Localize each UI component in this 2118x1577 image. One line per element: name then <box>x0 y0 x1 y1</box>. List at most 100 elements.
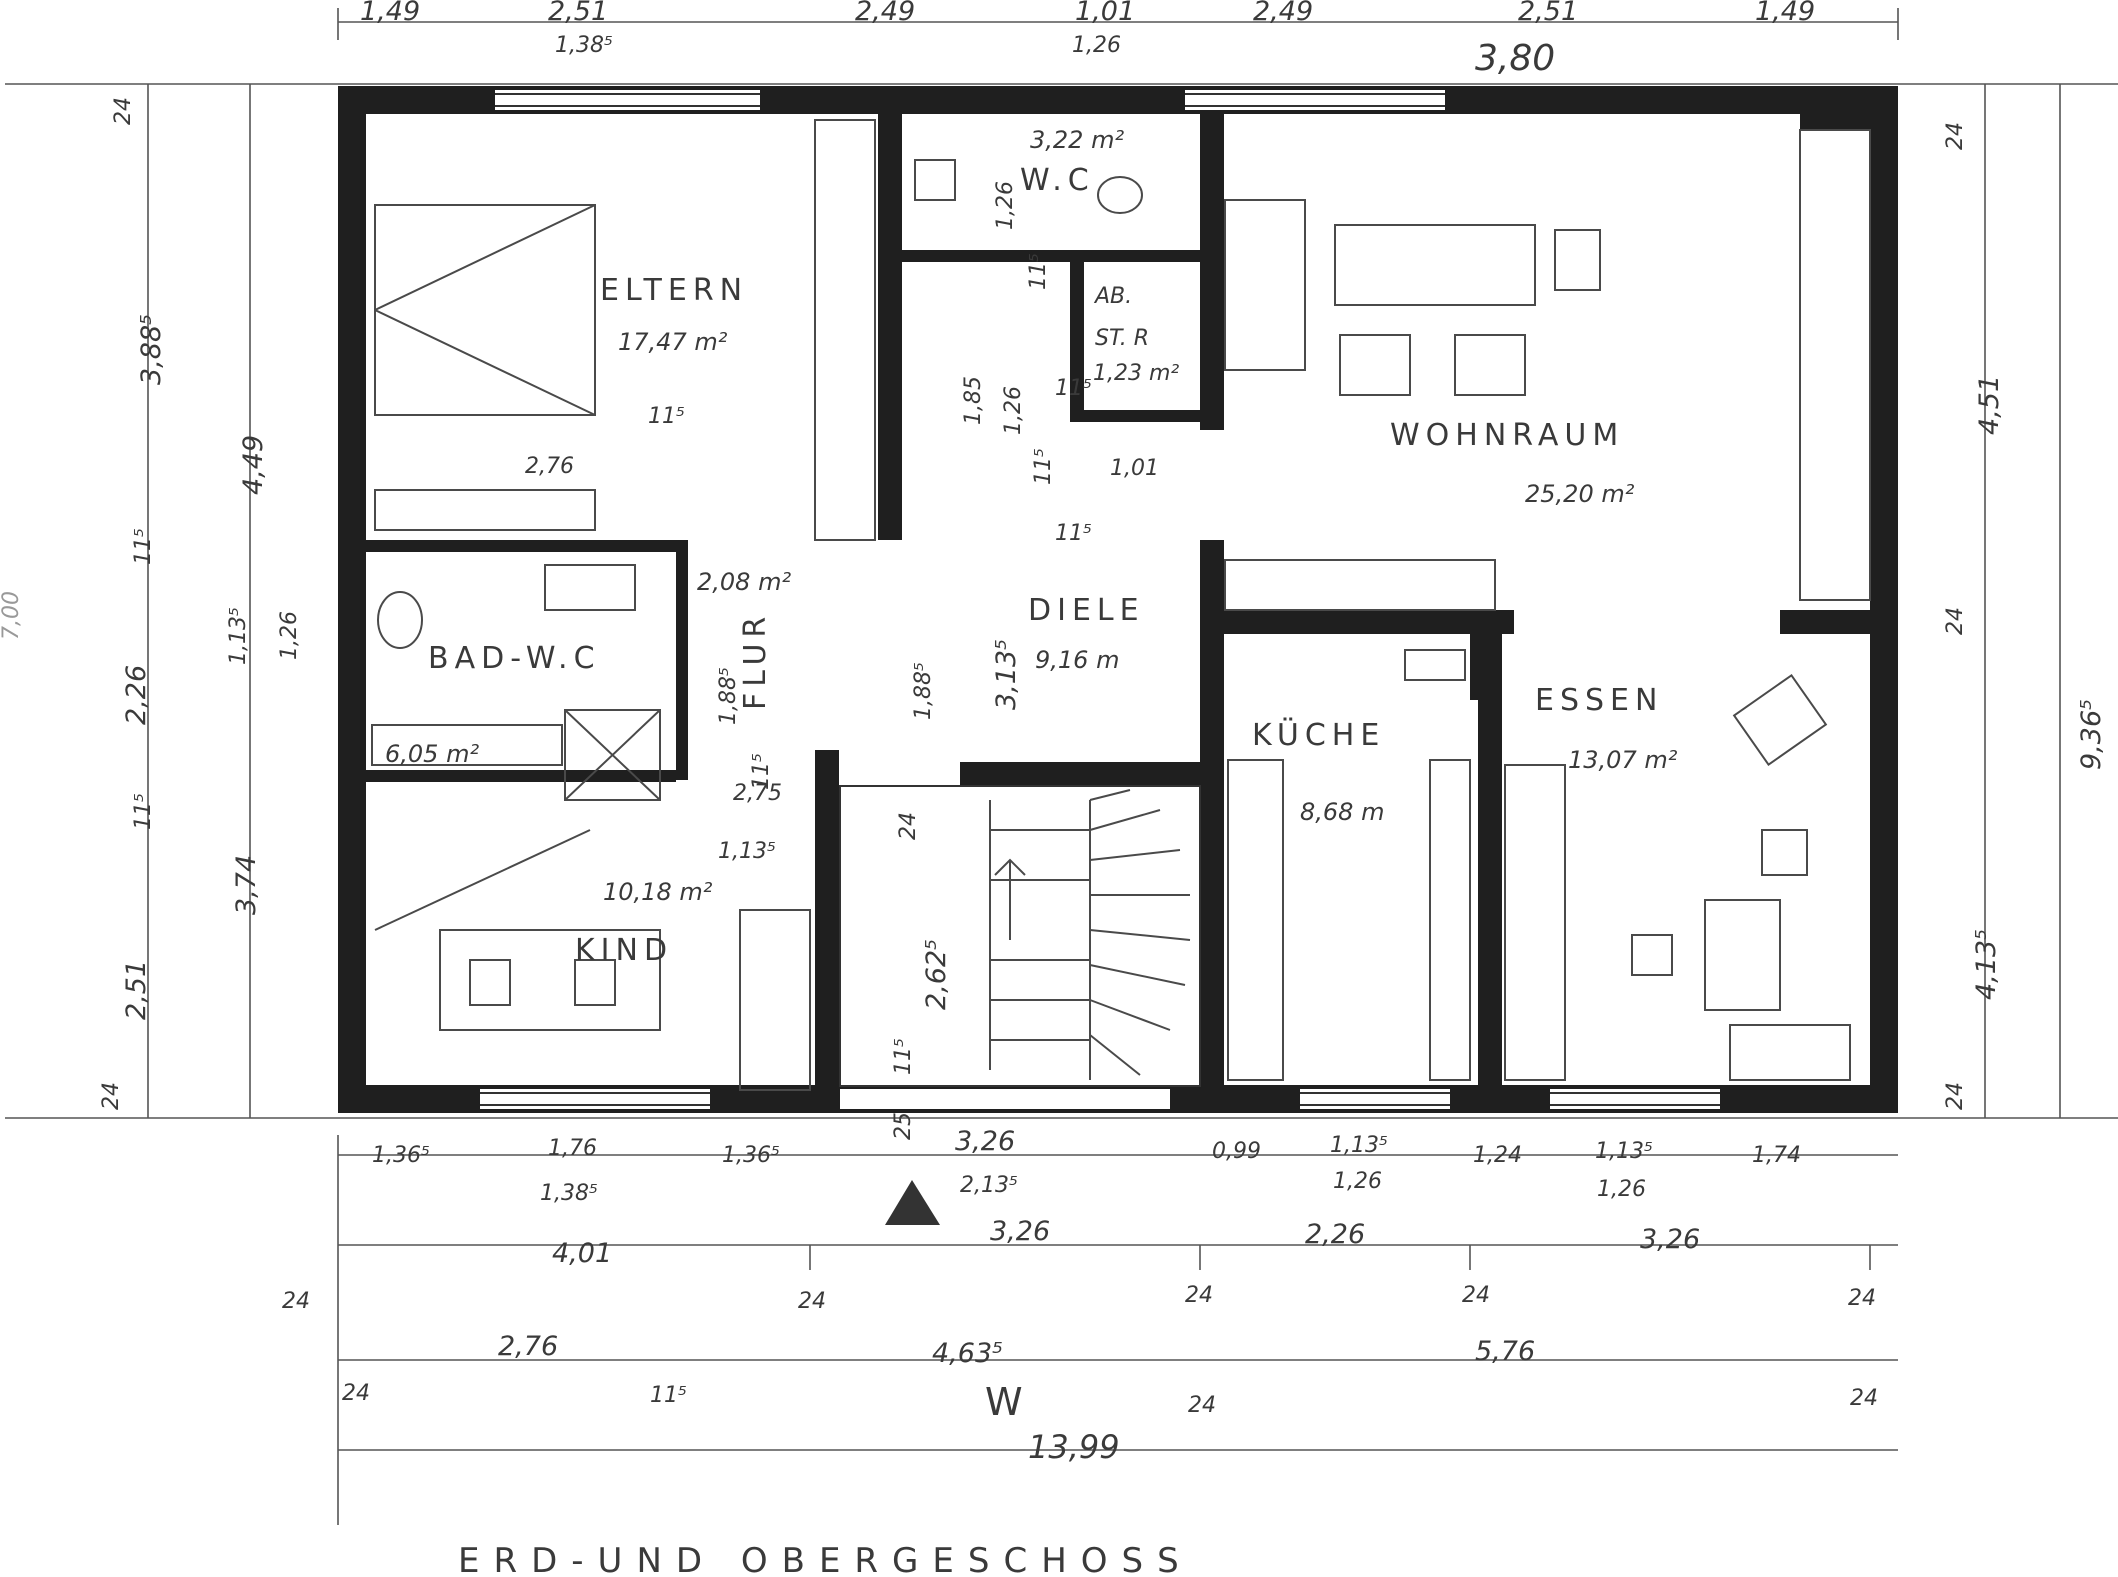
int-dim-3: 1,85 <box>961 376 986 425</box>
toilet-wc <box>1097 176 1143 214</box>
room-flur-name: FLUR <box>738 611 773 710</box>
left-outer-5: 11⁵ <box>131 528 156 565</box>
room-wc-name: W.C <box>1020 163 1095 198</box>
int-dim-5: 11⁵ <box>1026 253 1051 290</box>
wall-kind-top <box>366 770 676 782</box>
table-essen <box>1704 899 1781 1011</box>
bottom-row1-1: 1,36⁵ <box>372 1143 430 1168</box>
bottom-row1-8: 1,13⁵ <box>1330 1133 1388 1158</box>
room-abst-area: 1,23 m² <box>1093 361 1179 386</box>
bottom-row2-3: 2,26 <box>1305 1219 1365 1250</box>
left-inner-4: 3,74 <box>231 855 262 915</box>
bottom-row1-5: 3,26 <box>955 1126 1015 1157</box>
right-dim-5: 24 <box>1943 607 1968 635</box>
room-wohnraum-area: 25,20 m² <box>1525 480 1635 508</box>
wall-kueche-essen <box>1478 630 1502 1100</box>
right-dim-2: 4,13⁵ <box>1971 929 2002 1000</box>
toilet-bad <box>377 591 423 649</box>
int-dim-8: 11⁵ <box>1031 448 1056 485</box>
bottom-row3-wall-3: 24 <box>1188 1393 1216 1418</box>
wall-wc-wohn <box>1200 110 1224 430</box>
handwritten-note: 3,80 <box>1475 38 1555 79</box>
wall-kind-flur <box>676 540 688 780</box>
room-bad-area: 6,05 m² <box>385 740 479 768</box>
bottom-row1-3: 1,38⁵ <box>540 1181 598 1206</box>
room-kueche-name: KÜCHE <box>1252 717 1385 753</box>
int-dim-20: 11⁵ <box>1055 376 1092 401</box>
top-dim-3: 1,38⁵ <box>555 33 613 58</box>
int-dim-11: 1,88⁵ <box>911 662 936 720</box>
top-dim-5: 1,01 <box>1075 0 1135 27</box>
chair-kind-2 <box>574 959 616 1006</box>
bottom-row3-wall-2: 11⁵ <box>650 1383 687 1408</box>
top-dim-6: 1,26 <box>1072 33 1121 58</box>
room-kueche-area: 8,68 m <box>1300 798 1384 826</box>
bottom-row3-wall-1: 24 <box>342 1381 370 1406</box>
left-outer-2: 2,26 <box>121 665 152 725</box>
bottom-row1-7: 0,99 <box>1212 1139 1261 1164</box>
wall-abst <box>1070 262 1084 422</box>
top-dim-4: 2,49 <box>855 0 915 27</box>
wall-wohn-essen <box>1780 610 1870 634</box>
north-symbol: W <box>985 1380 1023 1424</box>
room-eltern-area: 17,47 m² <box>618 328 728 356</box>
cabinet-eltern <box>814 119 876 541</box>
chair-wohn-1 <box>1554 229 1601 291</box>
bathtub-bad <box>371 724 563 766</box>
staircase <box>839 785 1201 1087</box>
room-diele-name: DIELE <box>1028 593 1145 628</box>
bottom-row2-1: 4,01 <box>552 1238 612 1269</box>
shelf-wohn-right <box>1799 129 1871 601</box>
bottom-row1-9: 1,26 <box>1333 1169 1382 1194</box>
sideboard-wohn <box>1224 199 1306 371</box>
bottom-row3-1: 2,76 <box>498 1331 558 1362</box>
bottom-row1-10: 1,24 <box>1473 1143 1522 1168</box>
bottom-row2-wall-2: 24 <box>798 1289 826 1314</box>
wall-eltern-wc <box>878 110 902 540</box>
left-dimensions: 3,88⁵ 2,26 2,51 24 11⁵ 11⁵ 24 4,49 1,13⁵… <box>0 97 302 1110</box>
right-dim-6: 24 <box>1943 1082 1968 1110</box>
int-dim-6: 1,26 <box>993 181 1018 230</box>
outer-wall-right <box>1870 86 1898 1113</box>
bottom-row2-2: 3,26 <box>990 1216 1050 1247</box>
bottom-row2-wall-1: 24 <box>282 1289 310 1314</box>
int-dim-1: 2,76 <box>525 454 574 479</box>
annotations: 3,80 W <box>885 38 1555 1424</box>
room-essen-area: 13,07 m² <box>1568 746 1678 774</box>
wall-wohn-right-stub <box>1800 110 1870 130</box>
bottom-row1-4: 1,36⁵ <box>722 1143 780 1168</box>
table-wohn <box>1334 224 1536 306</box>
armchair-essen <box>1732 673 1828 767</box>
top-dim-7: 2,49 <box>1253 0 1313 27</box>
top-dim-1: 1,49 <box>360 0 420 27</box>
room-labels: ELTERN 17,47 m² W.C 3,22 m² AB. ST. R 1,… <box>385 126 1678 968</box>
room-abst-name-1: AB. <box>1093 284 1132 309</box>
top-dim-9: 1,49 <box>1755 0 1815 27</box>
wall-stair-east <box>1200 760 1224 1090</box>
bottom-row3-2: 4,63⁵ <box>932 1338 1003 1369</box>
room-wc-area: 3,22 m² <box>1030 126 1124 154</box>
bench-wohn <box>1224 559 1496 611</box>
int-dim-13: 2,75 <box>733 781 782 806</box>
bottom-row1-13: 1,74 <box>1752 1143 1801 1168</box>
plan-title: ERD-UND OBERGESCHOSS <box>458 1541 1193 1577</box>
bottom-row1-12: 1,26 <box>1597 1177 1646 1202</box>
room-wohnraum-name: WOHNRAUM <box>1390 418 1624 453</box>
left-outer-7: 24 <box>99 1082 124 1110</box>
bottom-row2-wall-3: 24 <box>1185 1283 1213 1308</box>
bottom-row1-6: 2,13⁵ <box>960 1173 1018 1198</box>
int-dim-18: 11⁵ <box>891 1038 916 1075</box>
bottom-row2-wall-5: 24 <box>1848 1286 1876 1311</box>
bottom-row3-wall-4: 24 <box>1850 1386 1878 1411</box>
wall-stair-top <box>960 762 1200 786</box>
wall-bad-top <box>366 540 676 552</box>
top-dim-2: 2,51 <box>548 0 608 27</box>
overall-width: 13,99 <box>1028 1428 1120 1466</box>
left-outer-4: 24 <box>111 97 136 125</box>
bottom-row3-3: 5,76 <box>1475 1336 1535 1367</box>
wall-kueche-top <box>1224 610 1514 634</box>
int-dim-12: 3,13⁵ <box>991 639 1022 710</box>
wall-wc-bottom <box>900 250 1200 262</box>
room-essen-name: ESSEN <box>1535 683 1663 718</box>
room-kind-area: 10,18 m² <box>603 878 713 906</box>
